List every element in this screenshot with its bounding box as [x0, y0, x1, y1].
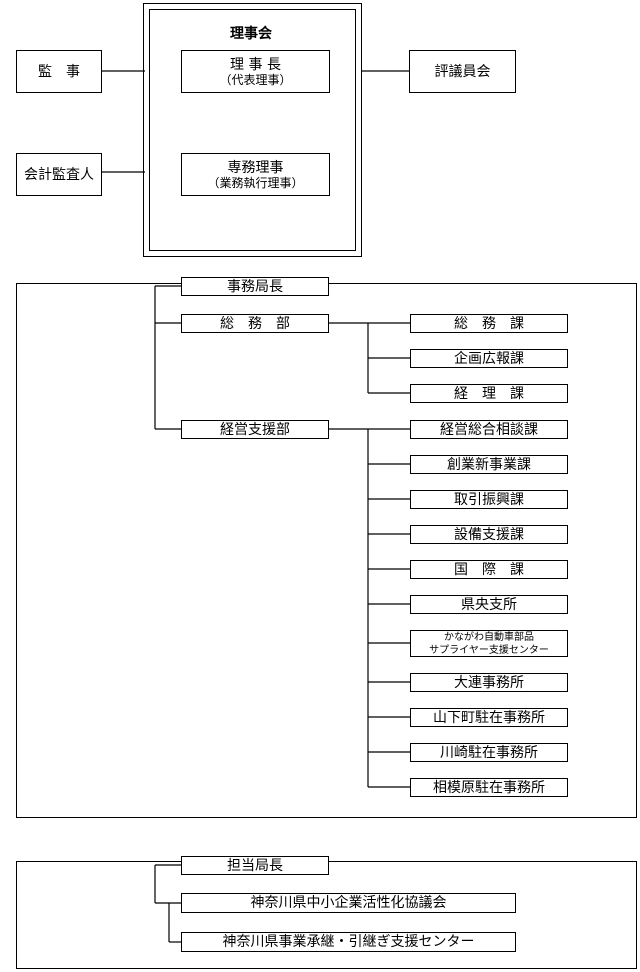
section-box-two-line: かながわ自動車部品 サプライヤー支援センター [410, 630, 568, 657]
department-label: 経営支援部 [220, 421, 290, 438]
secretariat-head-box: 事務局長 [181, 277, 329, 296]
section-label: 相模原駐在事務所 [433, 779, 545, 796]
section-box: 川崎駐在事務所 [410, 743, 568, 762]
section-box: 経営総合相談課 [410, 420, 568, 439]
department-label: 総 務 部 [220, 315, 290, 332]
section-label: 大連事務所 [454, 674, 524, 691]
chair-subtitle: （代表理事） [219, 72, 292, 87]
section-label: 創業新事業課 [447, 456, 531, 473]
unit-box: 神奈川県事業承継・引継ぎ支援センター [181, 932, 516, 952]
section-label: 経営総合相談課 [440, 421, 538, 438]
section-box: 企画広報課 [410, 349, 568, 368]
unit-box: 神奈川県中小企業活性化協議会 [181, 893, 516, 913]
section-box: 大連事務所 [410, 673, 568, 692]
section-box: 国 際 課 [410, 560, 568, 579]
section-label: 企画広報課 [454, 350, 524, 367]
chair-title: 理 事 長 [230, 56, 281, 73]
section-box: 経 理 課 [410, 384, 568, 403]
accounting-auditor-label: 会計監査人 [24, 166, 94, 183]
director-frame [16, 861, 637, 969]
director-head-box: 担当局長 [181, 856, 329, 875]
director-head-label: 担当局長 [227, 857, 283, 874]
section-box: 相模原駐在事務所 [410, 778, 568, 797]
section-box: 取引振興課 [410, 490, 568, 509]
council-box: 評議員会 [409, 50, 516, 93]
secretariat-head-label: 事務局長 [227, 278, 283, 295]
section-label: 設備支援課 [454, 526, 524, 543]
executive-box: 専務理事 （業務執行理事） [181, 153, 330, 196]
department-box: 総 務 部 [181, 314, 329, 333]
section-label: 国 際 課 [454, 561, 524, 578]
section-box: 創業新事業課 [410, 455, 568, 474]
board-title: 理事会 [230, 26, 272, 42]
auditor-box: 監 事 [16, 50, 102, 93]
executive-title: 専務理事 [227, 159, 284, 176]
section-box: 県央支所 [410, 595, 568, 614]
unit-label: 神奈川県中小企業活性化協議会 [250, 895, 447, 911]
section-label: 山下町駐在事務所 [433, 709, 545, 726]
department-box: 経営支援部 [181, 420, 329, 439]
executive-subtitle: （業務執行理事） [207, 175, 304, 190]
council-label: 評議員会 [434, 63, 491, 80]
board-frame-outer [143, 3, 362, 257]
accounting-auditor-box: 会計監査人 [16, 153, 102, 196]
section-label: 取引振興課 [454, 491, 524, 508]
board-frame-inner [149, 9, 356, 251]
section-label: 県央支所 [461, 596, 517, 613]
unit-label: 神奈川県事業承継・引継ぎ支援センター [222, 934, 475, 950]
section-label: 川崎駐在事務所 [440, 744, 538, 761]
auditor-label: 監 事 [38, 63, 80, 80]
section-box: 総 務 課 [410, 314, 568, 333]
section-label-line1: かながわ自動車部品 [444, 631, 534, 643]
section-box: 山下町駐在事務所 [410, 708, 568, 727]
chair-box: 理 事 長 （代表理事） [181, 50, 330, 93]
section-label: 経 理 課 [454, 385, 524, 402]
section-label: 総 務 課 [454, 315, 524, 332]
section-label-line2: サプライヤー支援センター [429, 644, 549, 656]
section-box: 設備支援課 [410, 525, 568, 544]
